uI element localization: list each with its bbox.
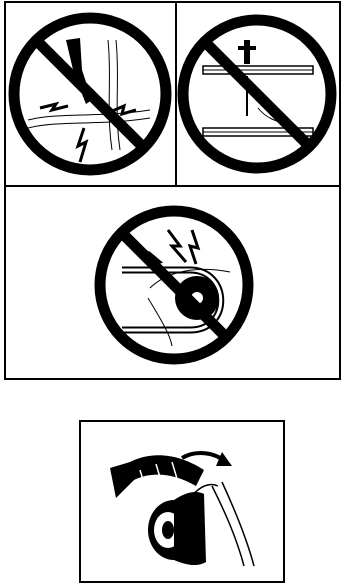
prohibition-sign-icon xyxy=(183,20,331,168)
panel-no-pinching xyxy=(183,20,331,168)
panel-no-sharp-bending xyxy=(100,211,248,359)
panel-tape-wrapping xyxy=(80,421,284,582)
prohibition-sign-icon xyxy=(100,211,248,359)
prohibition-sign-icon xyxy=(14,18,166,170)
panel-no-sharp-tool xyxy=(14,18,166,170)
insulating-tape-wrapping-icon xyxy=(110,452,254,566)
